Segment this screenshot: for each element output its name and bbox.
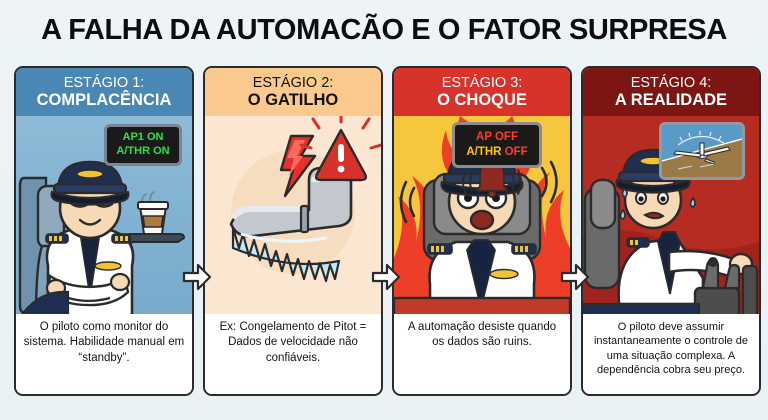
stage-panel-2: ESTÁGIO 2: O GATILHO — [203, 66, 383, 396]
stage-panel-1: ESTÁGIO 1: COMPLACÊNCIA — [14, 66, 194, 396]
stage-1-scene: AP1 ON A/THR ON — [16, 116, 192, 318]
stage-3-display: AP OFF A/THR OFF — [452, 122, 542, 168]
arrow-right-icon-2 — [371, 263, 401, 291]
pilot-shocked-illustration — [394, 116, 570, 318]
stage-2-caption: Ex: Congelamento de Pitot = Dados de vel… — [205, 314, 381, 394]
attitude-indicator-icon — [662, 125, 742, 177]
frozen-pitot-tube-illustration — [229, 116, 381, 283]
stage-3-caption: A automação desiste quando os dados são … — [394, 314, 570, 394]
page-title: A FALHA DA AUTOMACÃO E O FATOR SURPRESA — [41, 14, 727, 46]
stage-3-scene: AP OFF A/THR OFF — [394, 116, 570, 318]
stage-2-header: ESTÁGIO 2: O GATILHO — [205, 68, 381, 116]
stage-3-name: O CHOQUE — [437, 90, 527, 109]
stage-3-caption-text: A automação desiste quando os dados são … — [407, 321, 557, 349]
stage-1-caption-text: O piloto como monitor do sistema. Habili… — [23, 321, 185, 364]
stage-2-scene — [205, 116, 381, 318]
stage-3-header: ESTÁGIO 3: O CHOQUE — [394, 68, 570, 116]
ap-off-status-line: AP OFF — [476, 131, 518, 144]
stage-1-header: ESTÁGIO 1: COMPLACÊNCIA — [16, 68, 192, 116]
stage-1-caption: O piloto como monitor do sistema. Habili… — [16, 314, 192, 394]
stage-2-caption-text: Ex: Congelamento de Pitot = Dados de vel… — [219, 321, 367, 364]
stage-panel-3: ESTÁGIO 3: O CHOQUE — [392, 66, 572, 396]
stage-4-scene — [583, 116, 759, 318]
stage-panels-container: ESTÁGIO 1: COMPLACÊNCIA — [0, 66, 768, 420]
stage-4-label: ESTÁGIO 4: — [630, 75, 712, 92]
stage-4-caption: O piloto deve assumir instantaneamente o… — [583, 314, 759, 394]
stage-3-label: ESTÁGIO 3: — [441, 75, 523, 92]
stage-1-display: AP1 ON A/THR ON — [104, 124, 182, 166]
stage-2-label: ESTÁGIO 2: — [252, 75, 334, 92]
stage-2-name: O GATILHO — [247, 90, 339, 109]
athr-status-line: A/THR ON — [116, 145, 170, 157]
stage-4-display — [659, 122, 745, 180]
athr-off-status-line: A/THR OFF — [466, 146, 528, 158]
pilot-relaxed-illustration — [18, 160, 135, 318]
stage-4-caption-text: O piloto deve assumir instantaneamente o… — [593, 321, 749, 376]
stage-4-name: A REALIDADE — [614, 90, 728, 109]
ap1-status-line: AP1 ON — [122, 131, 164, 144]
coffee-cup-icon — [129, 191, 186, 243]
stage-1-name: COMPLACÊNCIA — [36, 90, 172, 109]
arrow-right-icon-3 — [560, 263, 590, 291]
stage-panel-4: ESTÁGIO 4: A REALIDADE — [581, 66, 761, 396]
arrow-right-icon-1 — [182, 263, 212, 291]
stage-1-label: ESTÁGIO 1: — [63, 75, 145, 92]
stage-4-header: ESTÁGIO 4: A REALIDADE — [583, 68, 759, 116]
